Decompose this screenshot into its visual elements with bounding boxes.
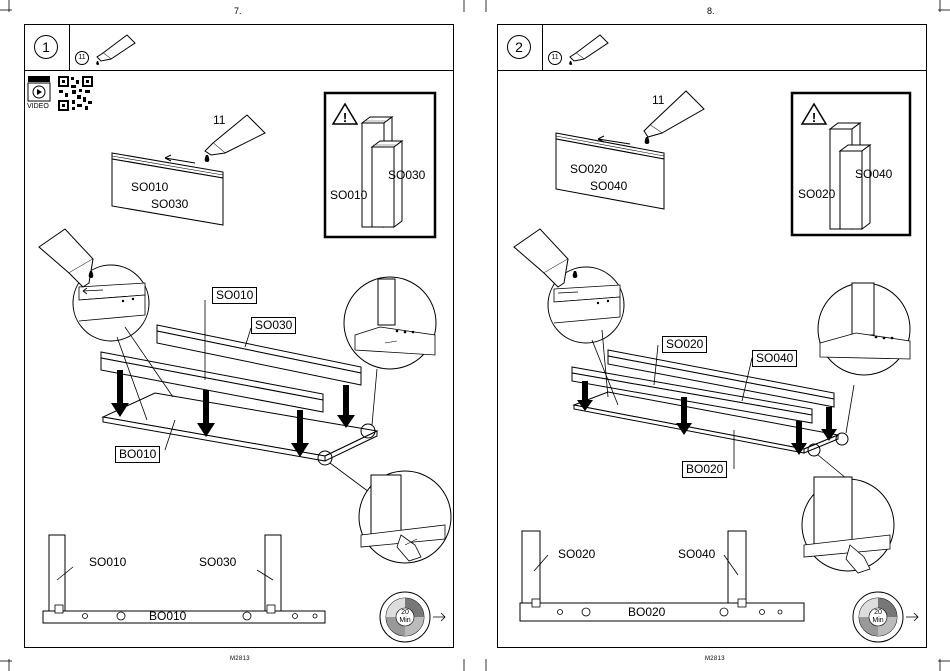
bottom-base-label: BO020 xyxy=(628,605,665,619)
joint-detail-top xyxy=(818,283,910,375)
joint-detail-bottom xyxy=(802,477,894,573)
warning-part-label-1: SO020 xyxy=(798,187,835,201)
footer-code-right: M2813 xyxy=(705,656,725,662)
bottom-part-label-a: SO010 xyxy=(89,555,126,569)
detail-part-label-2: SO040 xyxy=(590,179,627,193)
glue-number-label: 11 xyxy=(652,93,664,107)
joint-detail-top xyxy=(344,277,436,369)
warning-part-label-1: SO010 xyxy=(330,188,367,202)
glue-number-label: 11 xyxy=(213,113,225,127)
base-label: BO020 xyxy=(682,461,727,478)
joint-detail-bottom xyxy=(359,471,451,563)
step-2-panel: 2 11 ! xyxy=(497,24,927,648)
bottom-part-label-b: SO040 xyxy=(678,547,715,561)
warning-box: ! xyxy=(792,93,910,235)
detail-part-label-1: SO010 xyxy=(131,180,168,194)
warning-part-label-2: SO040 xyxy=(855,167,892,181)
footer-code-left: M2813 xyxy=(230,656,250,662)
base-label: BO010 xyxy=(115,446,160,463)
glued-board-detail xyxy=(112,115,265,225)
main-assembly xyxy=(101,300,377,492)
svg-text:!: ! xyxy=(812,110,816,125)
timer-unit: Min xyxy=(394,617,416,625)
step-1-panel: 1 11 VIDEO xyxy=(24,24,454,648)
bottom-part-label-b: SO030 xyxy=(199,555,236,569)
bottom-part-label-a: SO020 xyxy=(558,547,595,561)
timer-unit: Min xyxy=(867,617,889,625)
part-label-a: SO010 xyxy=(212,287,257,304)
part-label-a: SO020 xyxy=(662,336,707,353)
glue-detail-circle xyxy=(514,229,624,343)
part-label-b: SO040 xyxy=(752,350,797,367)
warning-part-label-2: SO030 xyxy=(388,168,425,182)
part-label-b: SO030 xyxy=(251,317,296,334)
glued-board-detail xyxy=(556,91,704,209)
timer-value: 20 xyxy=(867,609,889,617)
detail-part-label-1: SO020 xyxy=(570,162,607,176)
warning-box: ! xyxy=(325,93,435,237)
step-1-illustration: ! xyxy=(25,25,453,647)
detail-part-label-2: SO030 xyxy=(151,197,188,211)
svg-text:!: ! xyxy=(343,110,347,125)
bottom-base-label: BO010 xyxy=(149,609,186,623)
glue-detail-circle xyxy=(39,229,149,341)
timer-value: 20 xyxy=(394,609,416,617)
